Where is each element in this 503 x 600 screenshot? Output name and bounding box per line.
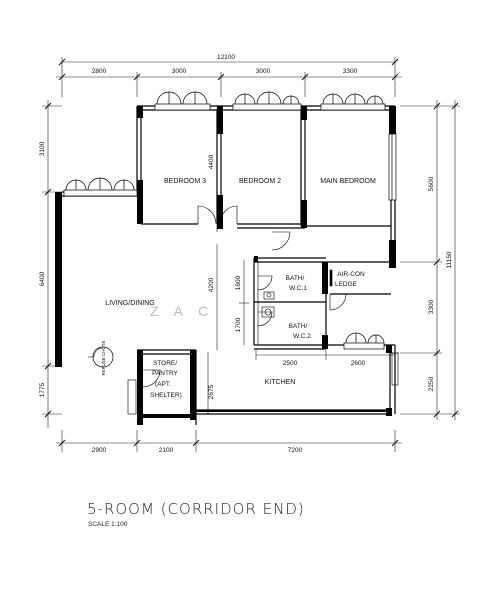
dim-kitchen-2600: 2600 (351, 360, 366, 367)
room-bath-wc2-line1: BATH/ (289, 323, 308, 330)
room-aircon-line1: AIR-CON (337, 271, 365, 278)
room-living-dining: LIVING/DINING (105, 300, 154, 307)
room-bath-wc1-line1: BATH/ (286, 275, 305, 282)
dimension-ticks (44, 58, 459, 447)
plan-scale: SCALE 1:100 (88, 521, 128, 528)
dim-overall-width: 12100 (217, 54, 235, 61)
plan-title: 5-ROOM (CORRIDOR END) (87, 500, 305, 518)
dim-top-2: 3000 (172, 68, 187, 75)
dim-left-1: 3100 (39, 141, 46, 156)
windows (63, 91, 397, 350)
refuse-chute-label: REFUSE CHUTE (101, 340, 106, 375)
room-store-line2: PANTRY (152, 370, 178, 377)
dim-right-inner-2: 3300 (428, 299, 435, 314)
room-bath-wc2-line2: W.C.2 (293, 333, 311, 340)
dim-left-3: 1775 (39, 382, 46, 397)
dim-top-4: 3300 (343, 68, 358, 75)
watermark: Z A C (150, 303, 214, 319)
walls (62, 105, 396, 425)
dim-top-3: 3000 (256, 68, 271, 75)
room-kitchen: KITCHEN (265, 379, 296, 386)
room-bedroom3: BEDROOM 3 (164, 178, 206, 185)
room-store-line3: (APT. (155, 381, 171, 388)
dim-left-2: 6400 (39, 271, 46, 286)
dimension-lines (42, 57, 460, 452)
bath-fixtures (261, 269, 333, 318)
dim-kitchen-2500: 2500 (283, 360, 298, 367)
dim-right-inner-1: 5600 (428, 176, 435, 191)
solid-walls (55, 106, 396, 425)
dim-right-inner-3: 2250 (428, 376, 435, 391)
dim-inner-2675: 2675 (208, 384, 215, 399)
room-store-line4: SHELTER) (150, 392, 182, 399)
dim-right-outer: 11150 (446, 251, 453, 268)
dim-bath-1600: 1600 (235, 275, 242, 290)
dim-bath-1700: 1700 (235, 317, 242, 332)
dim-bottom-1: 2900 (92, 447, 107, 454)
room-aircon-line2: LEDGE (335, 281, 358, 288)
doors (88, 205, 347, 415)
dim-top-1: 2800 (92, 68, 107, 75)
ledge (390, 352, 399, 386)
room-main-bedroom: MAIN BEDROOM (320, 178, 376, 185)
dim-inner-4400: 4400 (208, 154, 215, 169)
room-bedroom2: BEDROOM 2 (239, 178, 281, 185)
dim-inner-4200: 4200 (208, 277, 215, 292)
dim-bottom-3: 7200 (288, 447, 303, 454)
room-store-line1: STORE/ (153, 360, 177, 367)
dim-bottom-2: 2100 (159, 447, 174, 454)
room-bath-wc1-line2: W.C.1 (289, 285, 307, 292)
